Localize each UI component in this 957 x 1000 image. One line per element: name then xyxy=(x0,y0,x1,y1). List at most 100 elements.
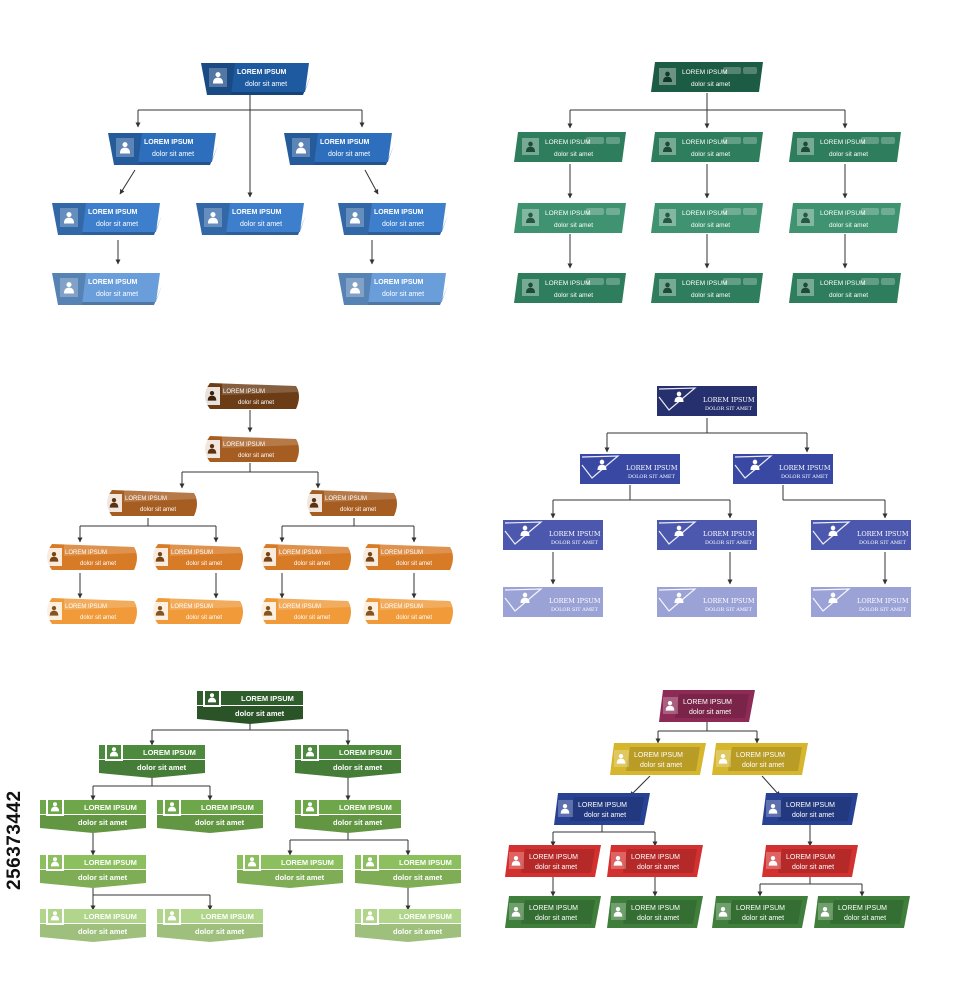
svg-text:LOREM IPSUM: LOREM IPSUM xyxy=(381,550,423,556)
svg-text:LOREM IPSUM: LOREM IPSUM xyxy=(779,464,831,472)
connector-line xyxy=(364,169,379,195)
svg-text:LOREM IPSUM: LOREM IPSUM xyxy=(529,905,578,912)
svg-text:LOREM IPSUM: LOREM IPSUM xyxy=(339,803,392,812)
svg-text:LOREM IPSUM: LOREM IPSUM xyxy=(237,69,287,76)
svg-text:DOLOR SIT AMET: DOLOR SIT AMET xyxy=(551,607,599,613)
svg-text:dolor sit amet: dolor sit amet xyxy=(294,615,330,621)
svg-text:LOREM IPSUM: LOREM IPSUM xyxy=(703,530,755,538)
svg-text:LOREM IPSUM: LOREM IPSUM xyxy=(545,139,591,146)
org-node: LOREM IPSUM dolor sit amet xyxy=(46,598,137,624)
svg-text:DOLOR SIT AMET: DOLOR SIT AMET xyxy=(781,474,829,480)
svg-text:LOREM IPSUM: LOREM IPSUM xyxy=(374,209,424,216)
connector-line xyxy=(629,775,651,797)
svg-text:LOREM IPSUM: LOREM IPSUM xyxy=(88,279,138,286)
svg-text:LOREM IPSUM: LOREM IPSUM xyxy=(399,858,452,867)
svg-text:dolor sit amet: dolor sit amet xyxy=(691,81,730,88)
svg-text:LOREM IPSUM: LOREM IPSUM xyxy=(631,905,680,912)
svg-text:dolor sit amet: dolor sit amet xyxy=(245,81,287,88)
svg-text:LOREM IPSUM: LOREM IPSUM xyxy=(320,139,370,146)
svg-text:dolor sit amet: dolor sit amet xyxy=(829,222,868,229)
svg-text:LOREM IPSUM: LOREM IPSUM xyxy=(84,912,137,921)
svg-text:LOREM IPSUM: LOREM IPSUM xyxy=(703,396,755,404)
org-node: LOREM IPSUM DOLOR SIT AMET xyxy=(657,386,757,416)
svg-text:LOREM IPSUM: LOREM IPSUM xyxy=(144,139,194,146)
org-node: LOREM IPSUM DOLOR SIT AMET xyxy=(580,454,680,484)
svg-text:LOREM IPSUM: LOREM IPSUM xyxy=(820,210,866,217)
svg-text:dolor sit amet: dolor sit amet xyxy=(152,151,194,158)
svg-text:dolor sit amet: dolor sit amet xyxy=(275,873,325,882)
svg-text:dolor sit amet: dolor sit amet xyxy=(554,222,593,229)
org-node: LOREM IPSUM DOLOR SIT AMET xyxy=(503,587,603,617)
svg-text:LOREM IPSUM: LOREM IPSUM xyxy=(279,604,321,610)
svg-text:dolor sit amet: dolor sit amet xyxy=(340,507,376,513)
svg-text:LOREM IPSUM: LOREM IPSUM xyxy=(65,604,107,610)
org-node: LOREM IPSUM dolor sit amet xyxy=(362,544,453,570)
svg-text:dolor sit amet: dolor sit amet xyxy=(844,915,886,922)
svg-text:LOREM IPSUM: LOREM IPSUM xyxy=(682,210,728,217)
svg-text:dolor sit amet: dolor sit amet xyxy=(78,818,128,827)
svg-text:dolor sit amet: dolor sit amet xyxy=(328,151,370,158)
svg-text:DOLOR SIT AMET: DOLOR SIT AMET xyxy=(705,406,753,412)
svg-text:dolor sit amet: dolor sit amet xyxy=(396,561,432,567)
svg-text:LOREM IPSUM: LOREM IPSUM xyxy=(232,209,282,216)
svg-text:dolor sit amet: dolor sit amet xyxy=(195,818,245,827)
svg-text:LOREM IPSUM: LOREM IPSUM xyxy=(545,280,591,287)
svg-text:LOREM IPSUM: LOREM IPSUM xyxy=(578,802,627,809)
svg-text:LOREM IPSUM: LOREM IPSUM xyxy=(857,597,909,605)
org-node: LOREM IPSUM dolor sit amet xyxy=(201,63,311,95)
org-node: LOREM IPSUM dolor sit amet xyxy=(789,203,901,233)
svg-text:dolor sit amet: dolor sit amet xyxy=(554,151,593,158)
svg-text:LOREM IPSUM: LOREM IPSUM xyxy=(786,802,835,809)
svg-text:dolor sit amet: dolor sit amet xyxy=(691,151,730,158)
svg-text:dolor sit amet: dolor sit amet xyxy=(195,927,245,936)
svg-text:dolor sit amet: dolor sit amet xyxy=(535,864,577,871)
svg-text:LOREM IPSUM: LOREM IPSUM xyxy=(626,464,678,472)
org-node: LOREM IPSUM dolor sit amet xyxy=(514,132,626,162)
svg-text:dolor sit amet: dolor sit amet xyxy=(535,915,577,922)
org-node: LOREM IPSUM dolor sit amet xyxy=(284,133,394,165)
svg-text:LOREM IPSUM: LOREM IPSUM xyxy=(84,803,137,812)
svg-text:dolor sit amet: dolor sit amet xyxy=(393,873,443,882)
svg-text:dolor sit amet: dolor sit amet xyxy=(240,221,282,228)
org-node: LOREM IPSUM dolor sit amet xyxy=(52,273,162,305)
svg-text:LOREM IPSUM: LOREM IPSUM xyxy=(381,604,423,610)
svg-text:dolor sit amet: dolor sit amet xyxy=(238,400,274,406)
svg-text:LOREM IPSUM: LOREM IPSUM xyxy=(281,858,334,867)
svg-text:LOREM IPSUM: LOREM IPSUM xyxy=(549,597,601,605)
svg-text:LOREM IPSUM: LOREM IPSUM xyxy=(279,550,321,556)
svg-text:dolor sit amet: dolor sit amet xyxy=(238,453,274,459)
svg-text:DOLOR SIT AMET: DOLOR SIT AMET xyxy=(859,540,907,546)
svg-text:dolor sit amet: dolor sit amet xyxy=(640,762,682,769)
org-node: LOREM IPSUM dolor sit amet xyxy=(260,598,351,624)
svg-text:dolor sit amet: dolor sit amet xyxy=(691,222,730,229)
svg-text:LOREM IPSUM: LOREM IPSUM xyxy=(736,905,785,912)
svg-text:dolor sit amet: dolor sit amet xyxy=(742,762,784,769)
svg-text:DOLOR SIT AMET: DOLOR SIT AMET xyxy=(628,474,676,480)
svg-text:dolor sit amet: dolor sit amet xyxy=(382,221,424,228)
svg-text:dolor sit amet: dolor sit amet xyxy=(78,873,128,882)
svg-text:dolor sit amet: dolor sit amet xyxy=(96,291,138,298)
svg-text:dolor sit amet: dolor sit amet xyxy=(80,615,116,621)
org-node: LOREM IPSUM dolor sit amet xyxy=(505,896,601,928)
org-node: LOREM IPSUM DOLOR SIT AMET xyxy=(733,454,833,484)
svg-text:LOREM IPSUM: LOREM IPSUM xyxy=(631,854,680,861)
svg-text:dolor sit amet: dolor sit amet xyxy=(382,291,424,298)
svg-text:dolor sit amet: dolor sit amet xyxy=(235,709,285,718)
